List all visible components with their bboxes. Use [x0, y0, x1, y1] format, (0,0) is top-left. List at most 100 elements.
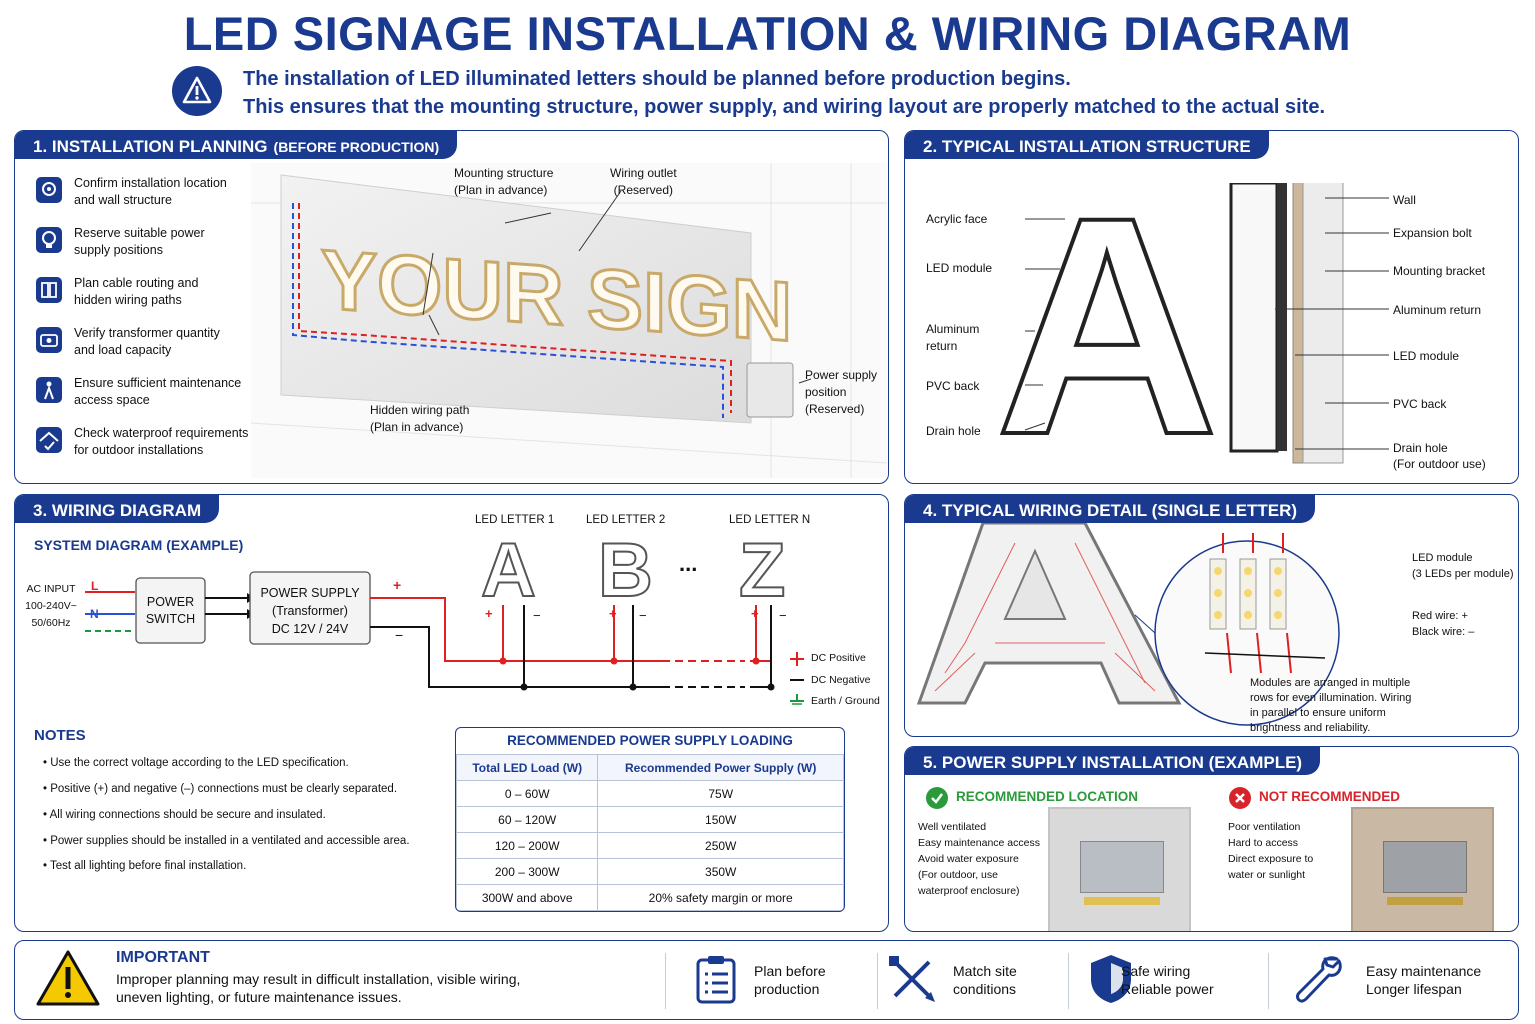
letter-n-plus: +	[751, 606, 759, 621]
cable-icon	[36, 277, 62, 303]
led-letter-n-label: LED LETTER N	[729, 514, 811, 526]
bad-item-2: Hard to access	[1228, 837, 1299, 849]
important-title: IMPORTANT	[116, 949, 210, 966]
ac-input-label: AC INPUT	[26, 583, 76, 595]
planning-item-3-line1: Plan cable routing and	[74, 276, 199, 290]
ac-voltage-label: 100-240V~	[25, 600, 77, 612]
feature-2-line1: Match site	[953, 963, 1017, 979]
system-diagram-subtitle: SYSTEM DIAGRAM (EXAMPLE)	[34, 537, 244, 553]
note-5-text: Test all lighting before final installat…	[50, 860, 247, 872]
good-enclosure-photo	[1048, 807, 1191, 931]
power-supply-label-1: POWER SUPPLY	[260, 586, 360, 600]
letter-n-minus: −	[779, 608, 787, 623]
outlet-label-2: (Reserved)	[613, 183, 674, 197]
good-item-3: Avoid water exposure	[918, 853, 1019, 865]
planning-item-2-line2: supply positions	[74, 243, 163, 257]
feature-4-line1: Easy maintenance	[1366, 963, 1482, 979]
section-wiring-diagram: 3. WIRING DIAGRAM SYSTEM DIAGRAM (EXAMPL…	[14, 494, 889, 932]
ac-frequency-label: 50/60Hz	[31, 617, 71, 629]
intro-line-1: The installation of LED illuminated lett…	[243, 68, 1071, 90]
feature-1-line2: production	[754, 981, 820, 997]
not-recommended-title: NOT RECOMMENDED	[1259, 789, 1400, 804]
power-label-1: Power supply	[805, 368, 878, 382]
section-3-header: 3. WIRING DIAGRAM	[15, 495, 220, 523]
red-wire-label: Red wire: +	[1412, 610, 1468, 622]
warning-icon	[172, 66, 222, 116]
feature-3-line2: Reliable power	[1121, 981, 1214, 997]
feature-4-line2: Longer lifespan	[1366, 981, 1462, 997]
note-3: • All wiring connections should be secur…	[43, 809, 326, 821]
planning-item-5-line2: access space	[74, 393, 150, 407]
section-4-header: 4. TYPICAL WIRING DETAIL (SINGLE LETTER)	[905, 495, 1316, 523]
letter-2-minus: −	[639, 608, 647, 623]
notes-title: NOTES	[34, 727, 86, 744]
structure-illustration: A	[995, 183, 1389, 483]
letter-ellipsis: ...	[679, 551, 698, 576]
table-title: RECOMMENDED POWER SUPPLY LOADING	[507, 733, 793, 748]
important-bar: IMPORTANT Improper planning may result i…	[14, 940, 1519, 1020]
important-line-2: uneven lighting, or future maintenance i…	[116, 989, 402, 1005]
bulb-icon	[36, 227, 62, 253]
planning-item-3-line2: hidden wiring paths	[74, 293, 182, 307]
led-letter-n-char: Z	[738, 527, 786, 614]
label-drain-hole-right: Drain hole	[1393, 441, 1448, 455]
note-4-text: Power supplies should be installed in a …	[50, 835, 410, 847]
letter-2-plus: +	[609, 606, 617, 621]
note-1: • Use the correct voltage according to t…	[43, 757, 349, 769]
section-5-header: 5. POWER SUPPLY INSTALLATION (EXAMPLE)	[905, 747, 1321, 775]
bad-enclosure-photo	[1351, 807, 1494, 931]
power-label-2: position	[805, 385, 847, 399]
feature-3-line1: Safe wiring	[1121, 963, 1191, 979]
section-power-supply-installation: 5. POWER SUPPLY INSTALLATION (EXAMPLE) R…	[904, 746, 1519, 932]
table-header-load: Total LED Load (W)	[456, 754, 599, 781]
planning-item-6-line1: Check waterproof requirements	[74, 426, 249, 440]
person-icon	[36, 377, 62, 403]
planning-item-1-line1: Confirm installation location	[74, 176, 227, 190]
led-letter-1-label: LED LETTER 1	[475, 514, 555, 526]
planning-item-5-line1: Ensure sufficient maintenance	[74, 376, 242, 390]
location-icon	[36, 177, 62, 203]
planning-item-2-line1: Reserve suitable power	[74, 226, 205, 240]
label-outdoor-use: (For outdoor use)	[1393, 457, 1486, 471]
note-1-text: Use the correct voltage according to the…	[50, 757, 349, 769]
wiring-desc-3: in parallel to ensure uniform	[1250, 707, 1386, 719]
caution-icon	[35, 949, 101, 1012]
note-4: • Power supplies should be installed in …	[43, 835, 410, 847]
note-2-text: Positive (+) and negative (–) connection…	[50, 783, 398, 795]
wiring-desc-1: Modules are arranged in multiple	[1250, 677, 1411, 689]
label-aluminum: Aluminum	[926, 322, 980, 336]
wiring-detail-illustration	[916, 523, 1340, 726]
ps-plus-label: +	[393, 577, 402, 593]
recommended-title: RECOMMENDED LOCATION	[956, 789, 1138, 804]
section-installation-planning: 1. INSTALLATION PLANNING (BEFORE PRODUCTI…	[14, 130, 889, 484]
section-1-header: 1. INSTALLATION PLANNING (BEFORE PRODUCTI…	[15, 131, 458, 159]
wiring-desc-4: brightness and reliability.	[1250, 722, 1371, 734]
hidden-label-2: (Plan in advance)	[370, 420, 464, 434]
x-icon	[1229, 787, 1251, 809]
important-line-1: Improper planning may result in difficul…	[116, 971, 521, 987]
label-led-module-left: LED module	[926, 261, 993, 275]
label-pvc-back-right: PVC back	[1393, 397, 1447, 411]
good-item-2: Easy maintenance access	[918, 837, 1040, 849]
section-1-title: 1. INSTALLATION PLANNING	[33, 137, 268, 156]
section-1-subtitle: (BEFORE PRODUCTION)	[273, 139, 440, 155]
intro-line-2: This ensures that the mounting structure…	[243, 96, 1326, 118]
ruler-pencil-icon	[887, 954, 937, 1009]
label-return: return	[926, 339, 958, 353]
letter-1-plus: +	[485, 606, 493, 621]
planning-item-4-line2: and load capacity	[74, 343, 172, 357]
table-header-supply: Recommended Power Supply (W)	[597, 754, 844, 781]
legend-dc-positive: DC Positive	[811, 652, 866, 664]
ps-minus-label: −	[395, 627, 404, 643]
good-item-4: (For outdoor, use	[918, 869, 998, 881]
shield-icon	[1089, 953, 1133, 1010]
note-5: • Test all lighting before final install…	[43, 860, 247, 872]
note-2: • Positive (+) and negative (–) connecti…	[43, 783, 398, 795]
legend-earth-ground: Earth / Ground	[811, 695, 880, 707]
section-2-header: 2. TYPICAL INSTALLATION STRUCTURE	[905, 131, 1269, 159]
line-l-label: L	[91, 579, 99, 593]
